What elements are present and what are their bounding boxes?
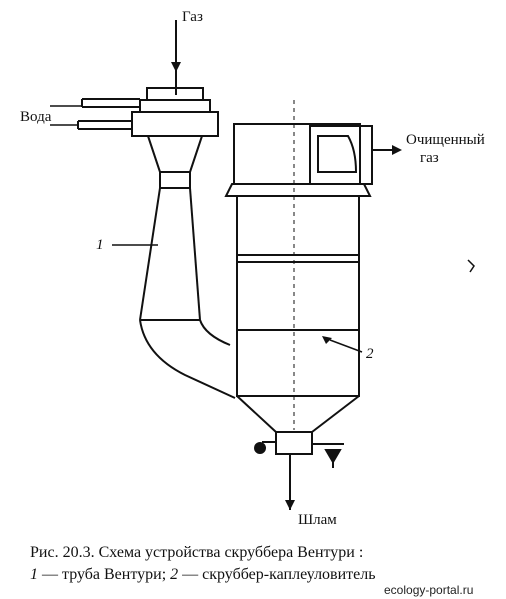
caption-item2-number: 2 bbox=[170, 566, 179, 583]
callout-2: 2 bbox=[366, 346, 374, 362]
watermark: ecology-portal.ru bbox=[384, 583, 473, 597]
sludge-label: Шлам bbox=[298, 512, 337, 528]
gas-inlet-arrow bbox=[171, 20, 181, 95]
callout-1: 1 bbox=[96, 237, 104, 253]
clean-gas-arrow bbox=[372, 145, 402, 155]
scan-mark bbox=[467, 259, 475, 273]
gas-inlet-label: Газ bbox=[182, 9, 203, 25]
figure-caption: Рис. 20.3. Схема устройства скруббера Ве… bbox=[30, 542, 500, 586]
droplet-separator bbox=[224, 123, 373, 468]
caption-line-1: Рис. 20.3. Схема устройства скруббера Ве… bbox=[30, 544, 364, 561]
caption-line-2: 1 — труба Вентури; 2 — скруббер-каплеуло… bbox=[30, 564, 500, 586]
leader-2 bbox=[329, 339, 363, 353]
venturi-tube bbox=[139, 135, 236, 399]
water-pipes bbox=[50, 98, 140, 130]
water-label: Вода bbox=[20, 109, 52, 125]
sludge-arrow bbox=[285, 454, 295, 510]
caption-item1-text: — труба Вентури; bbox=[38, 566, 171, 583]
clean-gas-label-2: газ bbox=[420, 150, 439, 166]
caption-item1-number: 1 bbox=[30, 566, 38, 583]
clean-gas-label-1: Очищенный bbox=[406, 132, 485, 148]
venturi-head bbox=[131, 87, 219, 137]
caption-item2-text: — скруббер-каплеуловитель bbox=[178, 566, 376, 583]
